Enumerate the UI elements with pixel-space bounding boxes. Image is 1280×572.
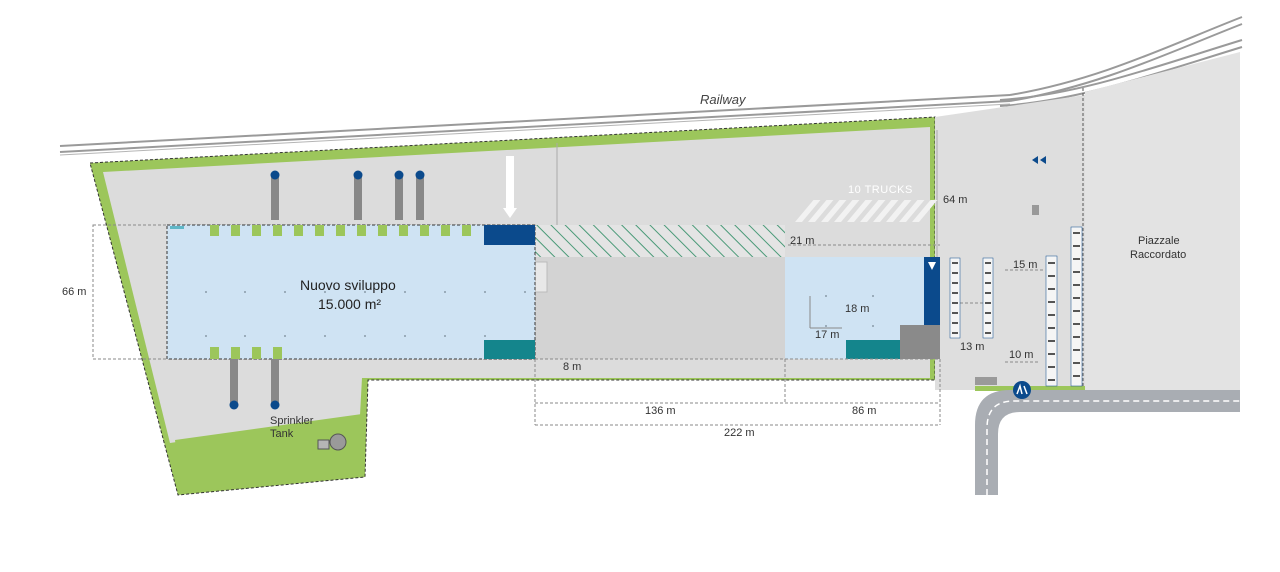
truck-parking-icon — [795, 200, 938, 222]
dimension-17m: 17 m — [815, 329, 839, 341]
dimension-18m: 18 m — [845, 303, 869, 315]
loading-docks-bottom — [210, 347, 282, 359]
piazzale-raccordato-area — [935, 52, 1240, 391]
small-structure — [1032, 205, 1039, 215]
dimension-136m: 136 m — [645, 405, 676, 417]
hatched-zone — [535, 225, 785, 257]
dimension-15m: 15 m — [1013, 259, 1037, 271]
loading-docks-top — [210, 225, 471, 236]
new-building-title: Nuovo sviluppo — [300, 277, 396, 293]
dimension-21m: 21 m — [790, 235, 814, 247]
trucks-label: 10 TRUCKS — [848, 184, 913, 196]
dimension-86m: 86 m — [852, 405, 876, 417]
new-building-area: 15.000 m² — [318, 296, 381, 312]
double-chevron-left-icon — [1032, 156, 1046, 164]
lane-direction-sign-icon — [1013, 381, 1031, 399]
new-building — [166, 224, 536, 360]
existing-building — [785, 257, 940, 359]
dimension-66m: 66 m — [62, 286, 86, 298]
car-parking-marks — [952, 232, 1080, 381]
dimension-8m: 8 m — [563, 361, 581, 373]
truck-stalls — [229, 170, 425, 410]
sprinkler-label: Sprinkler — [270, 415, 314, 427]
road — [975, 377, 1240, 495]
dimension-lines — [534, 244, 1045, 426]
dimension-64m: 64 m — [943, 194, 967, 206]
yard-area — [535, 257, 785, 359]
railway-label: Railway — [700, 92, 747, 107]
sprinkler-tank-icon — [317, 433, 347, 451]
dimension-13m: 13 m — [960, 341, 984, 353]
railway-tracks — [59, 16, 1243, 156]
raccordato-label: Raccordato — [1130, 249, 1186, 261]
dimension-10m: 10 m — [1009, 349, 1033, 361]
down-arrow-icon — [928, 262, 936, 270]
yard-gate — [534, 261, 548, 293]
dimension-222m: 222 m — [724, 427, 755, 439]
piazzale-label: Piazzale — [1138, 235, 1180, 247]
tank-label: Tank — [270, 428, 294, 440]
entrance-arrow-icon — [503, 156, 517, 218]
car-parking — [949, 226, 1083, 387]
building-grid — [205, 291, 874, 337]
